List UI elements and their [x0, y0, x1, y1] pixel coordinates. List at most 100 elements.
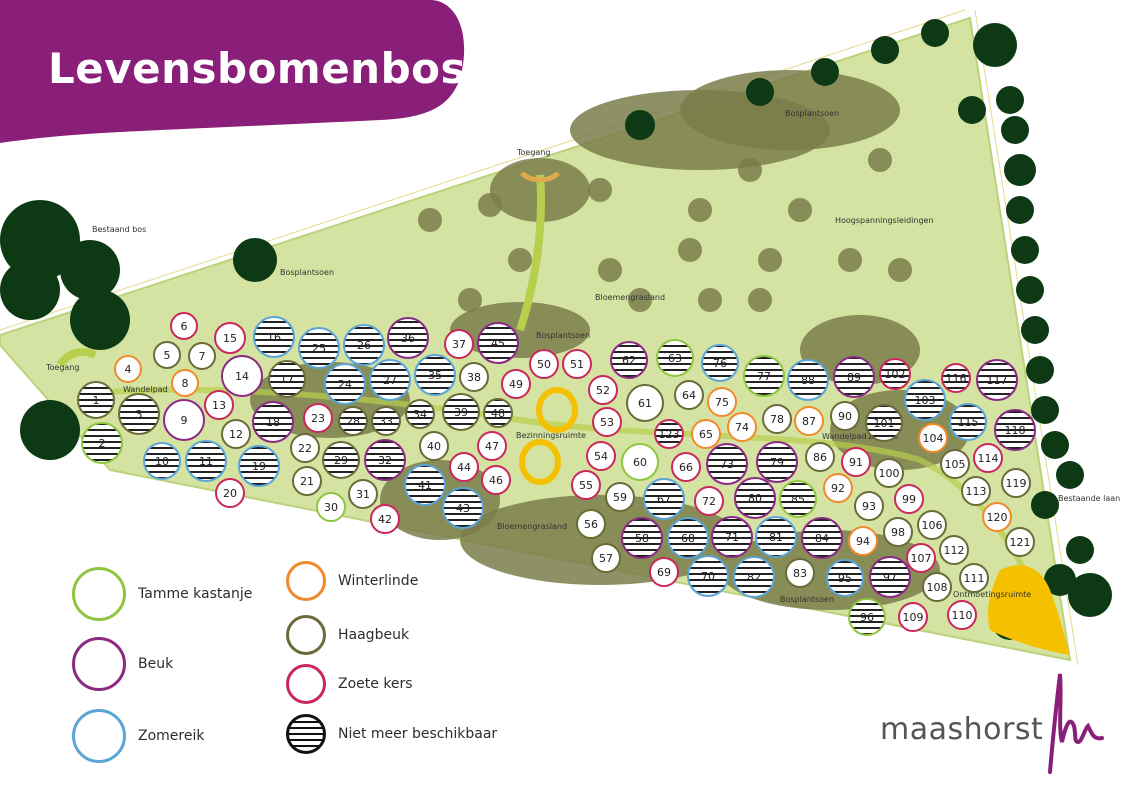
tree-plot[interactable]: 32 — [364, 439, 406, 481]
tree-plot[interactable]: 120 — [982, 502, 1012, 532]
tree-plot[interactable]: 83 — [785, 558, 815, 588]
tree-plot[interactable]: 57 — [591, 543, 621, 573]
tree-plot[interactable]: 42 — [370, 504, 400, 534]
tree-plot[interactable]: 101 — [865, 404, 903, 442]
tree-plot[interactable]: 24 — [324, 363, 366, 405]
tree-plot[interactable]: 51 — [562, 349, 592, 379]
tree-plot[interactable]: 70 — [687, 555, 729, 597]
tree-plot[interactable]: 47 — [477, 431, 507, 461]
tree-plot[interactable]: 33 — [371, 406, 401, 436]
tree-plot[interactable]: 96 — [848, 598, 886, 636]
tree-plot[interactable]: 118 — [994, 409, 1036, 451]
tree-plot[interactable]: 22 — [290, 433, 320, 463]
tree-plot[interactable]: 5 — [153, 341, 181, 369]
tree-plot[interactable]: 45 — [477, 322, 519, 364]
tree-plot[interactable]: 74 — [727, 412, 757, 442]
tree-plot[interactable]: 103 — [904, 379, 946, 421]
tree-plot[interactable]: 64 — [674, 380, 704, 410]
tree-plot[interactable]: 67 — [643, 478, 685, 520]
tree-plot[interactable]: 89 — [833, 356, 875, 398]
tree-plot[interactable]: 68 — [667, 517, 709, 559]
tree-plot[interactable]: 36 — [387, 317, 429, 359]
tree-plot[interactable]: 49 — [501, 369, 531, 399]
tree-plot[interactable]: 46 — [481, 465, 511, 495]
tree-plot[interactable]: 56 — [576, 509, 606, 539]
tree-plot[interactable]: 114 — [973, 443, 1003, 473]
tree-plot[interactable]: 38 — [459, 362, 489, 392]
tree-plot[interactable]: 62 — [610, 341, 648, 379]
tree-plot[interactable]: 105 — [940, 449, 970, 479]
tree-plot[interactable]: 102 — [879, 358, 911, 390]
tree-plot[interactable]: 41 — [404, 464, 446, 506]
tree-plot[interactable]: 79 — [756, 441, 798, 483]
tree-plot[interactable]: 3 — [118, 393, 160, 435]
tree-plot[interactable]: 92 — [823, 473, 853, 503]
tree-plot[interactable]: 37 — [444, 329, 474, 359]
tree-plot[interactable]: 10 — [143, 442, 181, 480]
tree-plot[interactable]: 81 — [755, 516, 797, 558]
tree-plot[interactable]: 97 — [869, 556, 911, 598]
tree-plot[interactable]: 116 — [941, 363, 971, 393]
tree-plot[interactable]: 52 — [588, 375, 618, 405]
tree-plot[interactable]: 115 — [949, 403, 987, 441]
tree-plot[interactable]: 14 — [221, 355, 263, 397]
tree-plot[interactable]: 31 — [348, 479, 378, 509]
tree-plot[interactable]: 87 — [794, 406, 824, 436]
tree-plot[interactable]: 88 — [787, 359, 829, 401]
tree-plot[interactable]: 34 — [405, 399, 435, 429]
tree-plot[interactable]: 9 — [163, 399, 205, 441]
tree-plot[interactable]: 71 — [711, 516, 753, 558]
tree-plot[interactable]: 44 — [449, 452, 479, 482]
tree-plot[interactable]: 13 — [204, 390, 234, 420]
tree-plot[interactable]: 82 — [733, 556, 775, 598]
tree-plot[interactable]: 77 — [743, 355, 785, 397]
tree-plot[interactable]: 112 — [939, 535, 969, 565]
tree-plot[interactable]: 25 — [298, 327, 340, 369]
tree-plot[interactable]: 94 — [848, 526, 878, 556]
tree-plot[interactable]: 53 — [592, 407, 622, 437]
tree-plot[interactable]: 21 — [292, 466, 322, 496]
tree-plot[interactable]: 75 — [707, 387, 737, 417]
tree-plot[interactable]: 27 — [369, 359, 411, 401]
tree-plot[interactable]: 28 — [338, 406, 368, 436]
tree-plot[interactable]: 30 — [316, 492, 346, 522]
tree-plot[interactable]: 59 — [605, 482, 635, 512]
tree-plot[interactable]: 78 — [762, 404, 792, 434]
tree-plot[interactable]: 86 — [805, 442, 835, 472]
tree-plot[interactable]: 65 — [691, 419, 721, 449]
tree-plot[interactable]: 109 — [898, 602, 928, 632]
tree-plot[interactable]: 39 — [442, 393, 480, 431]
tree-plot[interactable]: 40 — [419, 431, 449, 461]
tree-plot[interactable]: 119 — [1001, 468, 1031, 498]
tree-plot[interactable]: 20 — [215, 478, 245, 508]
tree-plot[interactable]: 117 — [976, 359, 1018, 401]
tree-plot[interactable]: 76 — [701, 344, 739, 382]
tree-plot[interactable]: 80 — [734, 477, 776, 519]
tree-plot[interactable]: 98 — [883, 517, 913, 547]
tree-plot[interactable]: 63 — [656, 339, 694, 377]
tree-plot[interactable]: 73 — [706, 443, 748, 485]
tree-plot[interactable]: 93 — [854, 491, 884, 521]
tree-plot[interactable]: 110 — [947, 600, 977, 630]
tree-plot[interactable]: 18 — [252, 401, 294, 443]
tree-plot[interactable]: 66 — [671, 452, 701, 482]
tree-plot[interactable]: 55 — [571, 470, 601, 500]
tree-plot[interactable]: 4 — [114, 355, 142, 383]
tree-plot[interactable]: 50 — [529, 349, 559, 379]
tree-plot[interactable]: 69 — [649, 557, 679, 587]
tree-plot[interactable]: 104 — [918, 423, 948, 453]
tree-plot[interactable]: 58 — [621, 517, 663, 559]
tree-plot[interactable]: 29 — [322, 441, 360, 479]
tree-plot[interactable]: 123 — [654, 419, 684, 449]
tree-plot[interactable]: 99 — [894, 484, 924, 514]
tree-plot[interactable]: 15 — [214, 322, 246, 354]
tree-plot[interactable]: 100 — [874, 458, 904, 488]
tree-plot[interactable]: 108 — [922, 572, 952, 602]
tree-plot[interactable]: 113 — [961, 476, 991, 506]
tree-plot[interactable]: 11 — [185, 440, 227, 482]
tree-plot[interactable]: 16 — [253, 316, 295, 358]
tree-plot[interactable]: 60 — [621, 443, 659, 481]
tree-plot[interactable]: 91 — [841, 447, 871, 477]
tree-plot[interactable]: 54 — [586, 441, 616, 471]
tree-plot[interactable]: 48 — [483, 398, 513, 428]
